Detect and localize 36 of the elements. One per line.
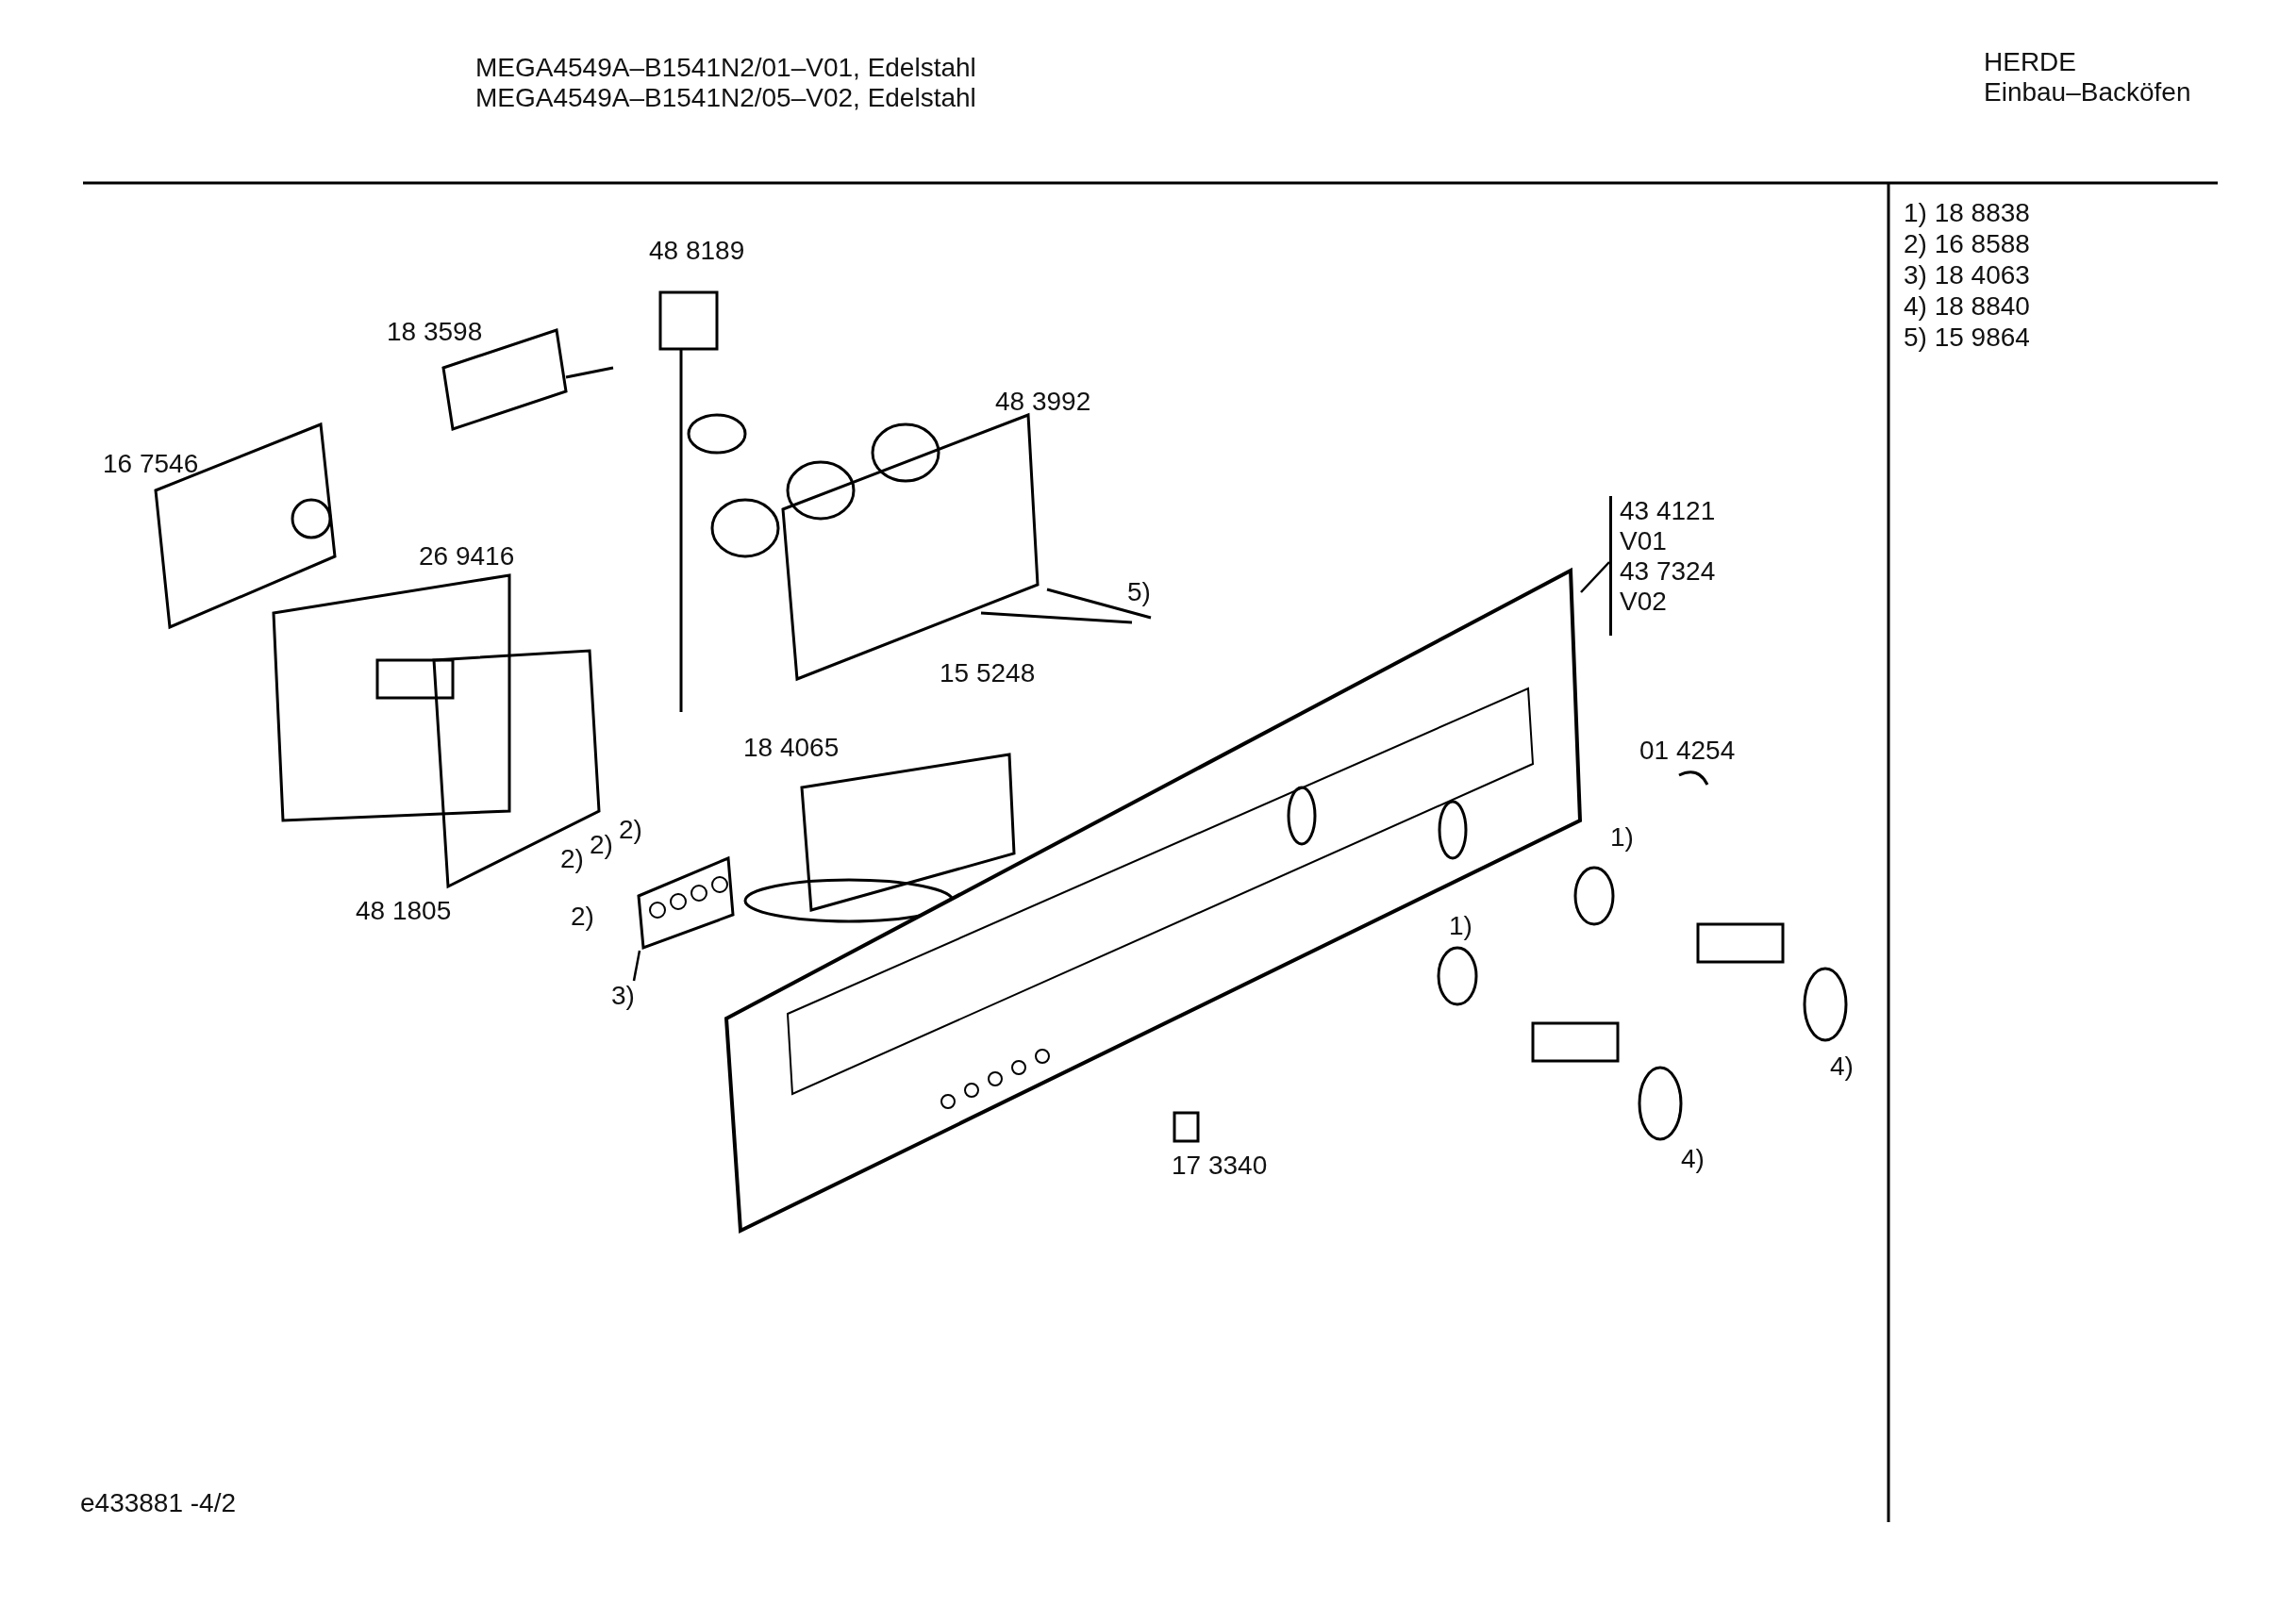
part-number: 43 7324 [1620,556,1717,587]
callout-number: 4) [1830,1052,1854,1082]
part-number: 26 9416 [419,541,515,572]
parts-list-entry: 4) 18 8840 [1904,291,2030,322]
callout-number: 2) [619,815,642,845]
leader-line [632,950,641,982]
category-subheading: Einbau–Backöfen [1984,77,2191,108]
part-number: 48 1805 [356,896,452,926]
part-number: V01 [1620,526,1668,556]
callout-text: 3) [611,981,636,1011]
part-number: 48 3992 [995,387,1091,417]
part-number: 18 3598 [387,317,483,347]
parts-list-entry: 1) 18 8838 [1904,198,2030,228]
part-number: V02 [1620,587,1668,617]
part-number: 17 3340 [1172,1151,1268,1181]
model-line: MEGA4549A–B1541N2/01–V01, Edelstahl [475,53,976,83]
callout-number: 2) [560,844,584,874]
parts-list-entry: 5) 15 9864 [1904,323,2030,353]
model-line: MEGA4549A–B1541N2/05–V02, Edelstahl [475,83,976,113]
leader-line [1580,561,1610,593]
part-number: 48 8189 [649,236,745,266]
callout-number: 2) [590,830,613,860]
part-number: 01 4254 [1639,736,1736,766]
callout-number: 4) [1681,1144,1705,1174]
part-number: 15 5248 [940,658,1036,688]
parts-list-entry: 2) 16 8588 [1904,229,2030,259]
part-number: 18 4065 [743,733,840,763]
callout-number: 1) [1610,822,1634,853]
callout-number: 1) [1449,911,1472,941]
parts-list-entry: 3) 18 4063 [1904,260,2030,290]
category-heading: HERDE [1984,47,2076,77]
callout-number: 5) [1127,577,1151,607]
part-number: 16 7546 [103,449,199,479]
drawing-number: e433881 -4/2 [80,1488,237,1518]
callout-number: 2) [571,902,594,932]
part-number: 43 4121 [1620,496,1717,526]
